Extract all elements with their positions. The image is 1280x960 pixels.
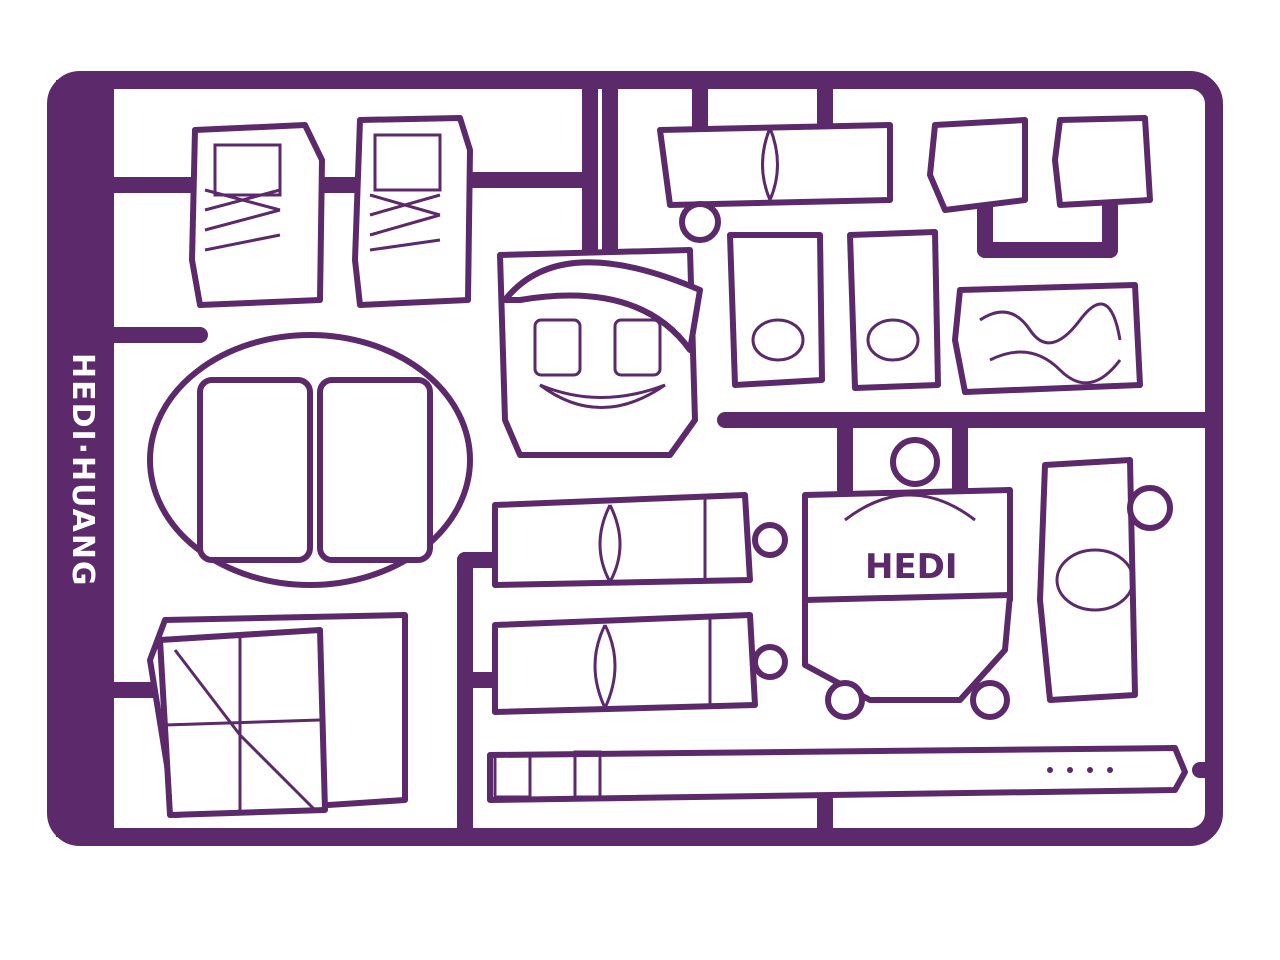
forearm-1-part bbox=[492, 492, 788, 588]
torso-part: HEDI bbox=[802, 437, 1013, 720]
forearm-2-part bbox=[492, 612, 788, 715]
brain-part bbox=[952, 282, 1143, 395]
arm-upper-part bbox=[657, 122, 893, 243]
belt-part bbox=[487, 745, 1188, 803]
side-label: HEDI·HUANG bbox=[65, 352, 100, 588]
foot-right-part bbox=[847, 229, 941, 391]
fist-right-part bbox=[1052, 115, 1153, 208]
chest-label: HEDI bbox=[865, 547, 958, 587]
head-part bbox=[497, 247, 703, 458]
shoe-left-part bbox=[189, 122, 325, 308]
goggles-part bbox=[147, 332, 473, 588]
cube-part bbox=[147, 612, 408, 818]
fist-left-part bbox=[927, 117, 1028, 213]
shoe-right-part bbox=[352, 115, 473, 308]
foot-left-part bbox=[727, 232, 825, 388]
leg-part bbox=[1037, 457, 1173, 703]
